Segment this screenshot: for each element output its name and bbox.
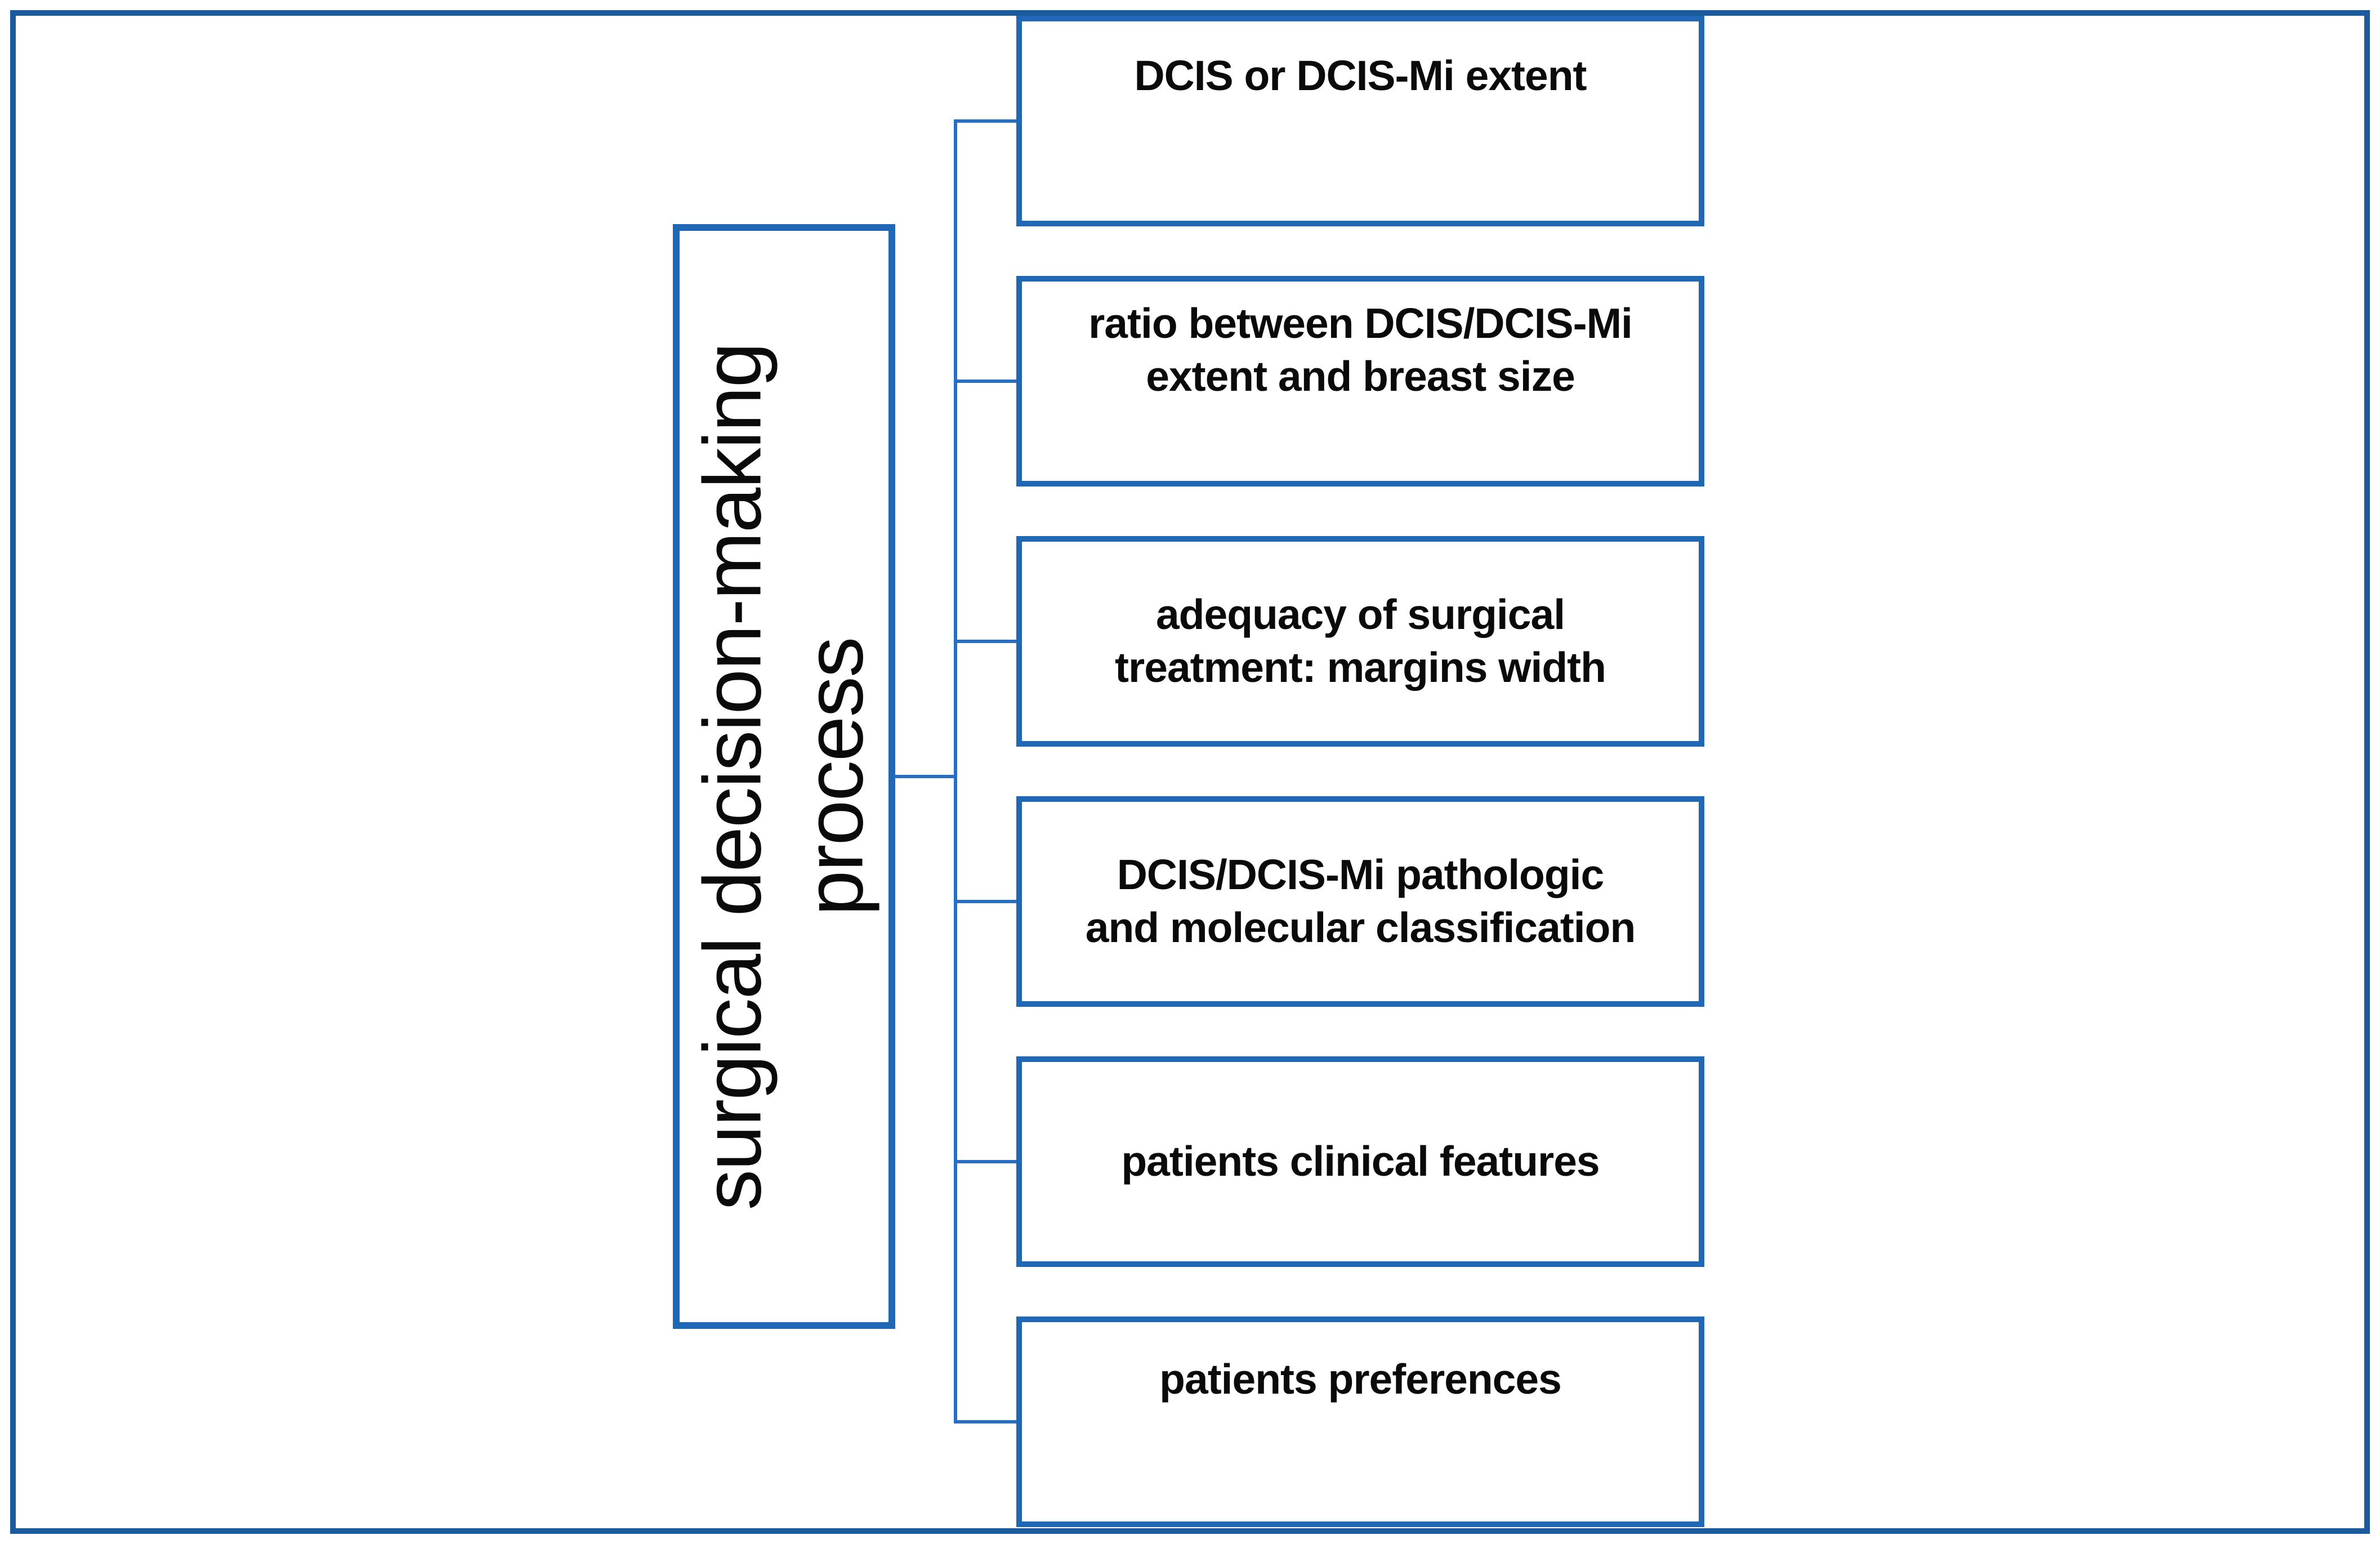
- factor-label-patients-preferences: patients preferences: [1159, 1355, 1562, 1403]
- connector-branch-patients-preferences: [957, 1420, 1017, 1423]
- connector-branch-clinical-features: [957, 1160, 1017, 1163]
- factor-box-dcis-extent: DCIS or DCIS-Mi extent: [1016, 16, 1704, 226]
- connector-branch-ratio-breast-size: [957, 380, 1017, 383]
- root-box-label: surgical decision-making process: [686, 343, 880, 1211]
- factor-label-dcis-extent: DCIS or DCIS-Mi extent: [1134, 52, 1587, 99]
- factor-box-pathologic-classification: DCIS/DCIS-Mi pathologic and molecular cl…: [1016, 796, 1704, 1007]
- factor-box-ratio-breast-size: ratio between DCIS/DCIS-Mi extent and br…: [1016, 276, 1704, 487]
- connector-root-stub-line: [894, 775, 954, 778]
- connector-branch-margins-width: [957, 640, 1017, 643]
- factor-label-ratio-breast-size: ratio between DCIS/DCIS-Mi extent and br…: [1088, 300, 1633, 400]
- connector-trunk-line: [954, 119, 957, 1423]
- factor-box-patients-preferences: patients preferences: [1016, 1317, 1704, 1527]
- connector-branch-dcis-extent: [957, 119, 1017, 123]
- factor-box-margins-width: adequacy of surgical treatment: margins …: [1016, 536, 1704, 747]
- factor-label-clinical-features: patients clinical features: [1121, 1137, 1600, 1185]
- factor-box-clinical-features: patients clinical features: [1016, 1056, 1704, 1267]
- factor-label-margins-width: adequacy of surgical treatment: margins …: [1115, 591, 1606, 691]
- figure-outer-border: [10, 10, 2370, 1534]
- factor-label-pathologic-classification: DCIS/DCIS-Mi pathologic and molecular cl…: [1085, 851, 1636, 951]
- connector-branch-pathologic-classification: [957, 900, 1017, 903]
- root-box-surgical-decision-making-process: [673, 224, 895, 1329]
